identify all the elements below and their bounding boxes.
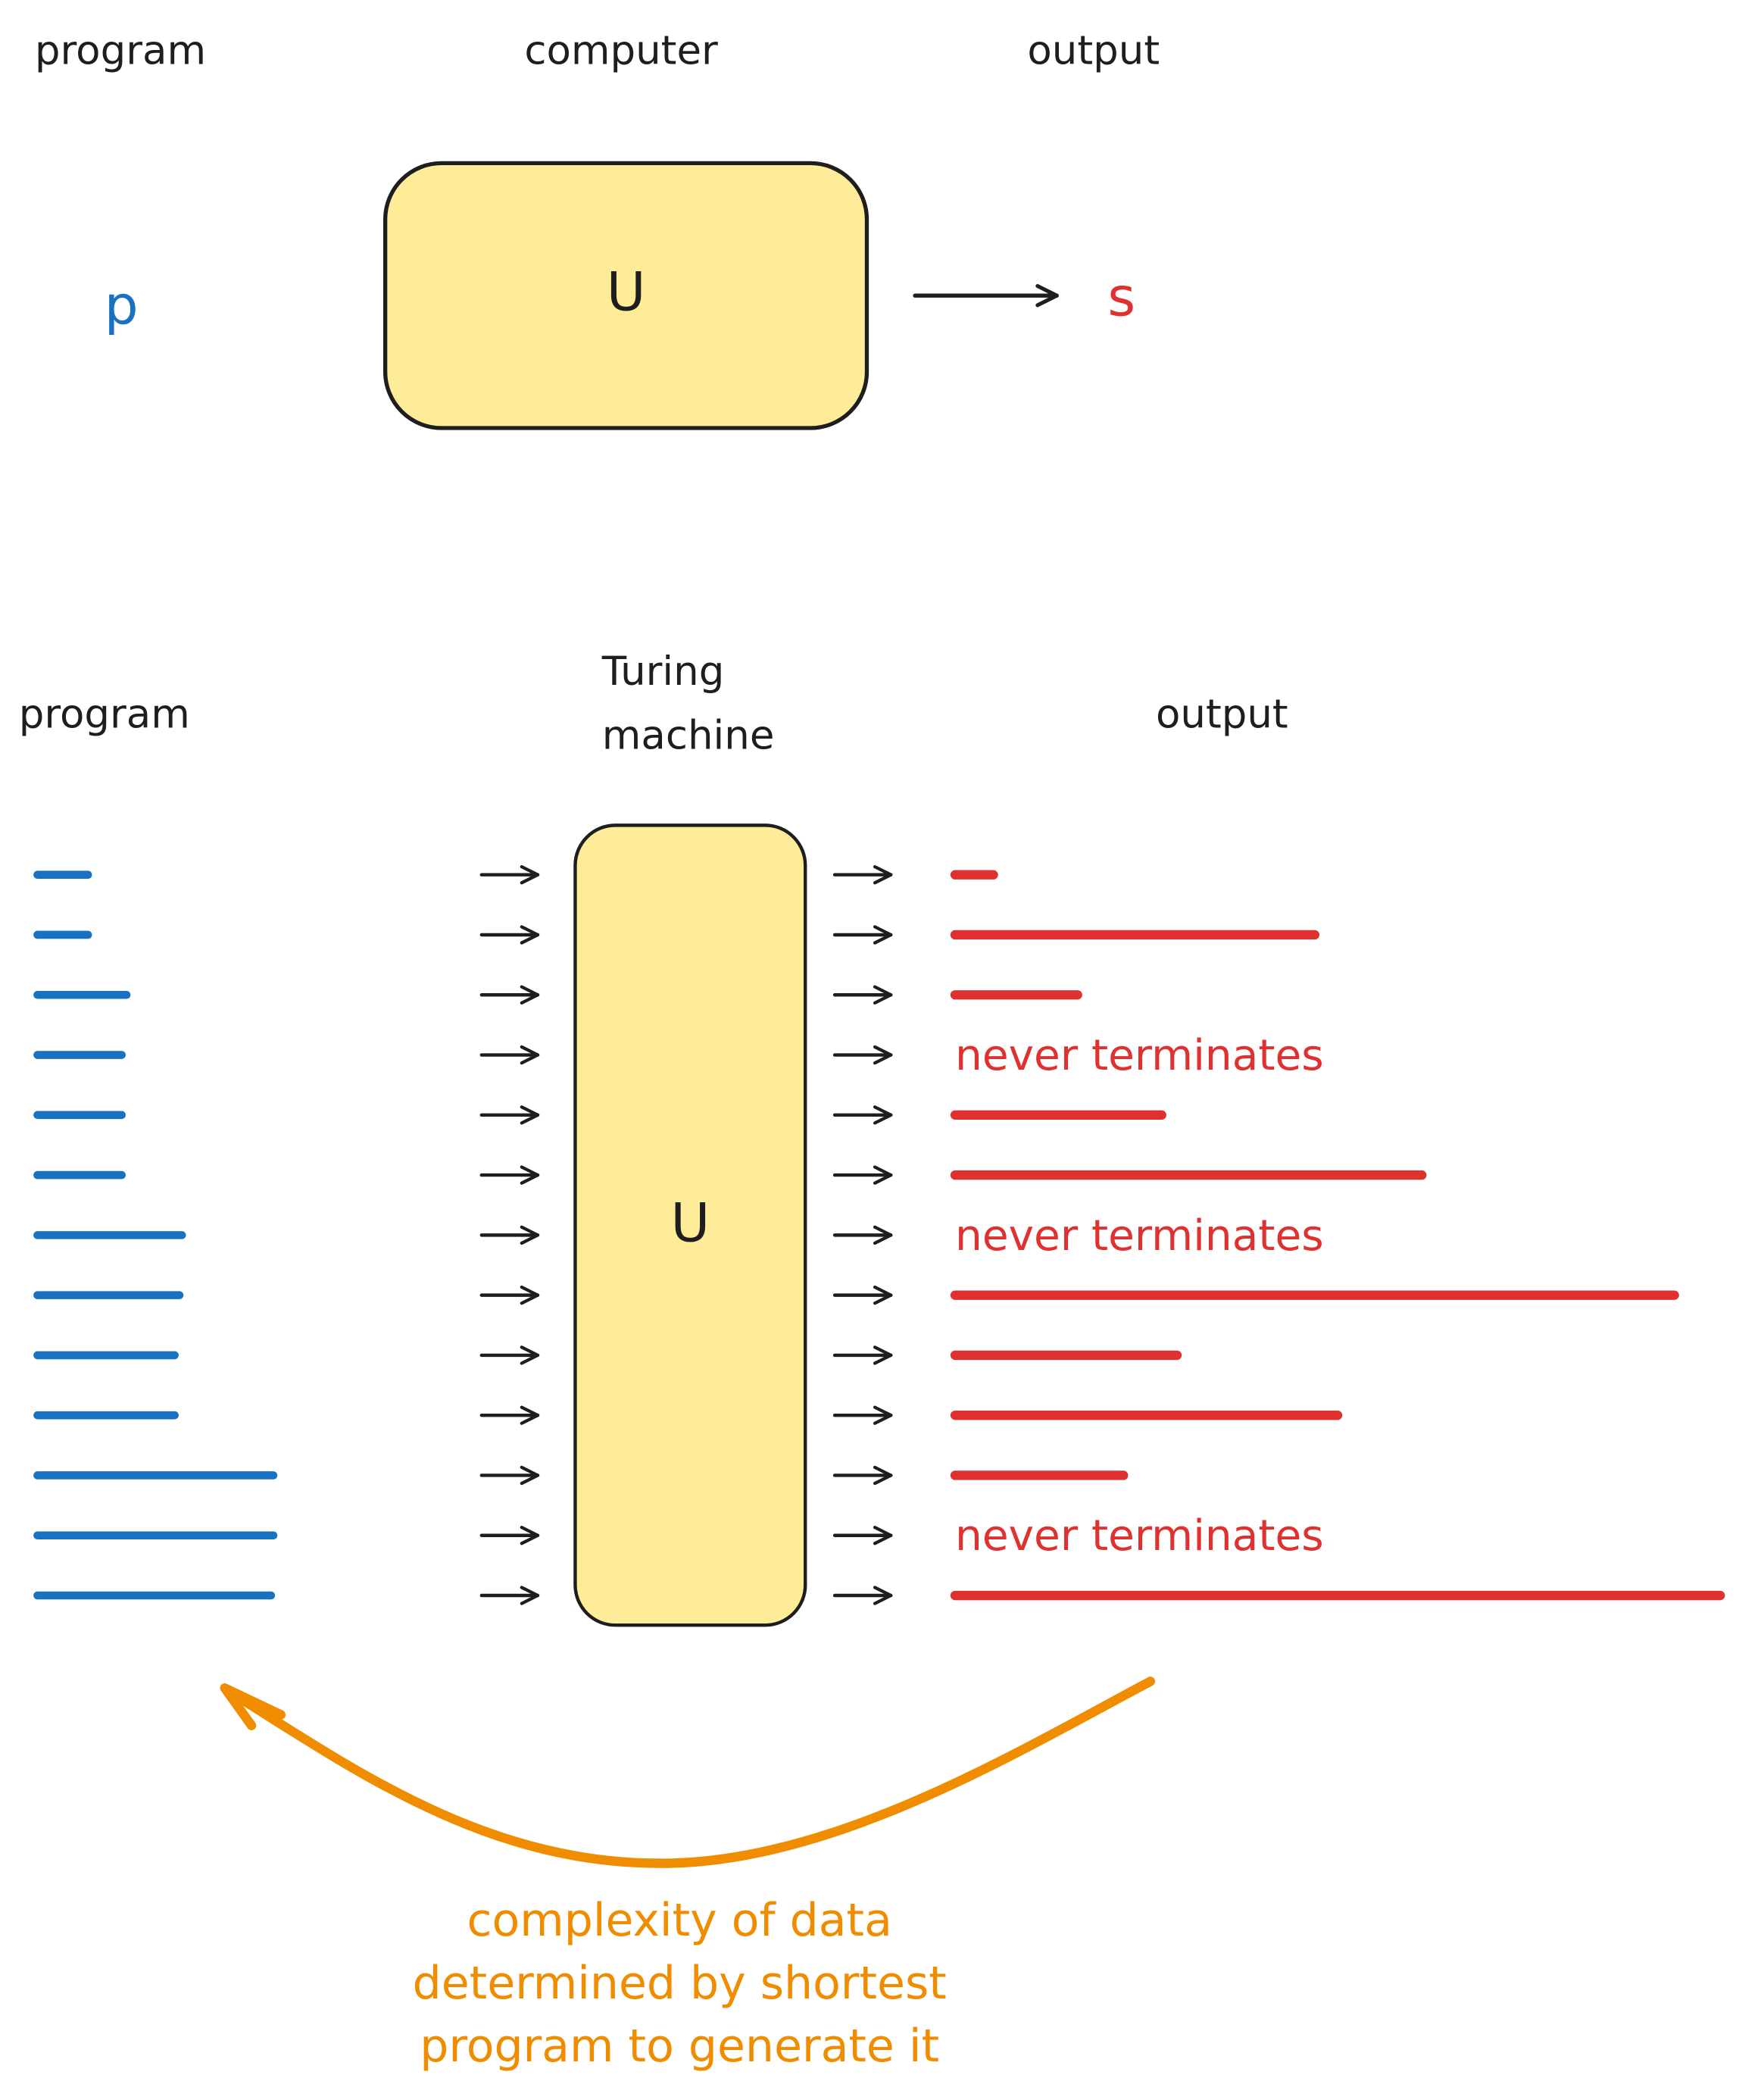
turing-label-line1: Turing	[601, 648, 725, 695]
annotation: complexity of data determined by shortes…	[220, 1677, 1156, 2073]
bottom-output-label: output	[1156, 691, 1288, 737]
annotation-line-1: complexity of data	[467, 1894, 892, 1947]
turing-machine-box	[573, 823, 807, 1627]
turing-label-line2: machine	[602, 713, 775, 759]
program-symbol-p: p	[105, 273, 139, 336]
never-terminates-label: never terminates	[955, 1511, 1324, 1561]
never-terminates-label: never terminates	[955, 1031, 1324, 1080]
output-symbol-s: s	[1107, 266, 1135, 329]
top-output-label: output	[1027, 28, 1160, 74]
row: never terminates	[33, 1031, 1324, 1080]
row: never terminates	[33, 1211, 1324, 1261]
top-computer-label: computer	[524, 28, 718, 74]
program-output-rows: never terminates never terminates never te…	[33, 864, 1725, 1605]
top-diagram: program computer output p U s	[35, 28, 1160, 430]
annotation-line-2: determined by shortest	[413, 1957, 947, 2010]
row: never terminates	[33, 1511, 1324, 1561]
top-program-label: program	[35, 28, 206, 74]
computer-symbol-u: U	[607, 261, 646, 323]
annotation-curve-arrow	[225, 1677, 1156, 1868]
annotation-arrowhead-icon	[220, 1683, 286, 1730]
bottom-diagram: program Turing machine output U never te…	[19, 648, 1725, 1627]
never-terminates-label: never terminates	[955, 1211, 1324, 1261]
computer-box	[383, 161, 870, 430]
bottom-program-label: program	[19, 691, 190, 737]
annotation-line-3: program to generate it	[420, 2020, 939, 2073]
turing-machine-symbol-u: U	[670, 1191, 710, 1254]
